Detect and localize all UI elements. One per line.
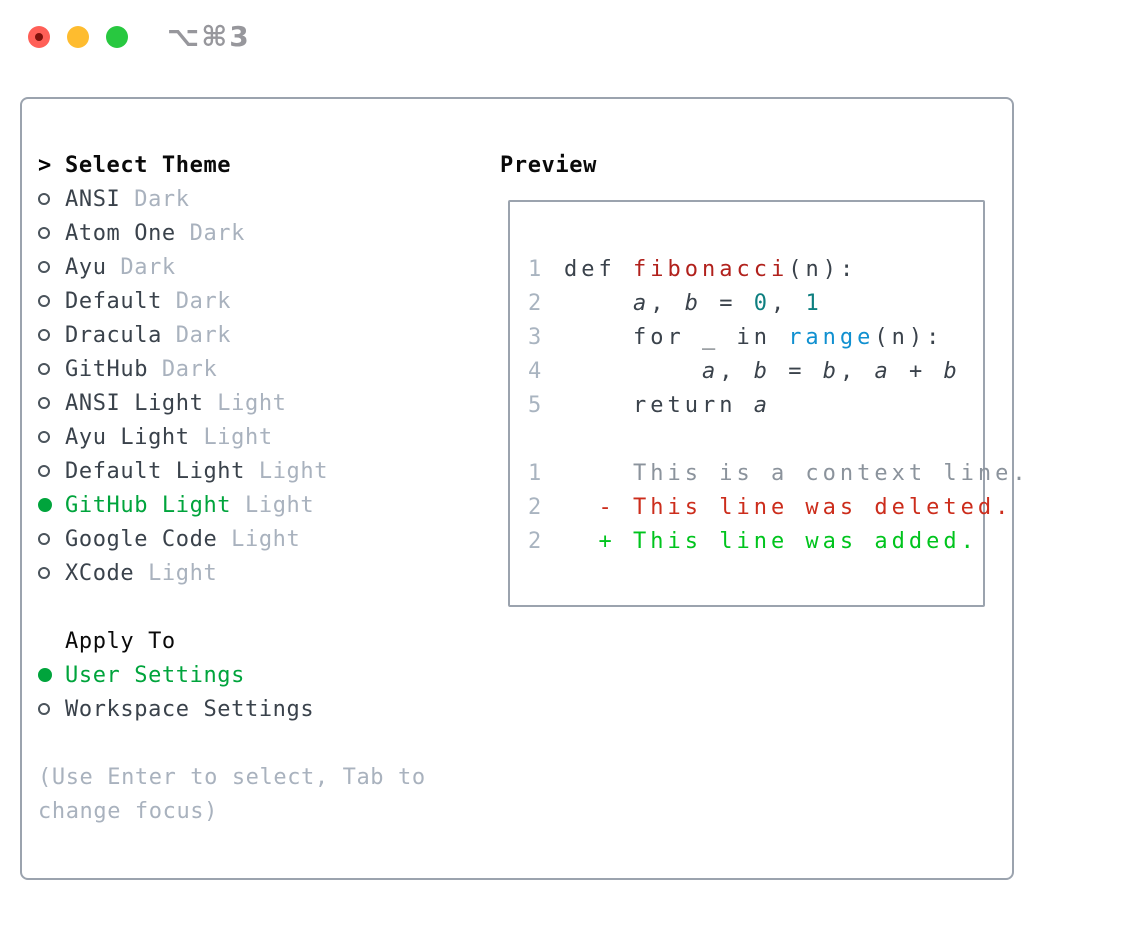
code-text: return a xyxy=(564,392,771,418)
spacer xyxy=(38,590,426,624)
option-label: GitHub Light xyxy=(65,492,232,518)
option-tag: Light xyxy=(245,458,329,484)
titlebar: ⌥⌘3 xyxy=(0,0,1140,74)
line-number: 2 xyxy=(528,528,546,554)
code-line: 2 + This line was added. xyxy=(528,524,1030,558)
option-tag: Dark xyxy=(175,220,245,246)
radio-icon xyxy=(38,261,50,273)
select-theme-header-row: > Select Theme xyxy=(38,148,426,182)
option-tag: Dark xyxy=(161,288,232,314)
theme-option[interactable]: Ayu Dark xyxy=(38,250,426,284)
apply-to-header-row: Apply To xyxy=(38,624,426,658)
code-line: 1 def fibonacci(n): xyxy=(528,252,1030,286)
radio-icon xyxy=(38,703,50,715)
line-number: 3 xyxy=(528,324,546,350)
option-label: GitHub xyxy=(65,356,149,382)
apply-to-header: Apply To xyxy=(65,628,176,654)
option-label: Ayu xyxy=(65,254,107,280)
select-theme-header: Select Theme xyxy=(65,152,232,178)
option-tag: Light xyxy=(134,560,218,586)
preview-header: Preview xyxy=(500,152,597,178)
radio-selected-icon xyxy=(38,668,52,682)
theme-option[interactable]: Atom One Dark xyxy=(38,216,426,250)
option-label: Default Light xyxy=(65,458,245,484)
option-tag: Dark xyxy=(148,356,218,382)
theme-option[interactable]: ANSI Light Light xyxy=(38,386,426,420)
code-text: def fibonacci(n): xyxy=(564,256,858,282)
option-label: Default xyxy=(65,288,162,314)
option-label: ANSI xyxy=(65,186,121,212)
theme-option[interactable]: ANSI Dark xyxy=(38,182,426,216)
code-line: 2 a, b = 0, 1 xyxy=(528,286,1030,320)
zoom-button[interactable] xyxy=(106,26,128,48)
theme-option[interactable]: User Settings xyxy=(38,658,426,692)
line-number: 1 xyxy=(528,460,546,486)
theme-option[interactable]: Dracula Dark xyxy=(38,318,426,352)
radio-icon xyxy=(38,533,50,545)
code-text: This is a context line. xyxy=(564,460,1030,486)
option-label: ANSI Light xyxy=(65,390,204,416)
theme-option[interactable]: Ayu Light Light xyxy=(38,420,426,454)
code-line: 3 for _ in range(n): xyxy=(528,320,1030,354)
hint-text-line2: change focus) xyxy=(38,798,218,824)
theme-option[interactable]: GitHub Dark xyxy=(38,352,426,386)
preview-box: 1 def fibonacci(n): 2 a, b = 0, 1 3 for … xyxy=(508,200,1026,607)
option-label: Ayu Light xyxy=(65,424,190,450)
code-text: a, b = b, a + b xyxy=(701,358,961,384)
option-tag: Dark xyxy=(161,322,232,348)
code-text: - This line was deleted. xyxy=(564,494,1013,520)
radio-icon xyxy=(38,295,50,307)
option-label: User Settings xyxy=(65,662,245,688)
code-block: 1 def fibonacci(n): 2 a, b = 0, 1 3 for … xyxy=(528,252,1030,558)
radio-icon xyxy=(38,397,50,409)
code-line xyxy=(528,422,1030,456)
line-number: 5 xyxy=(528,392,546,418)
hint-text-line1: (Use Enter to select, Tab to xyxy=(38,764,426,790)
radio-icon xyxy=(38,431,50,443)
option-label: Google Code xyxy=(65,526,218,552)
theme-picker-list: > Select Theme ANSI Dark Atom One Dark A… xyxy=(38,148,426,828)
code-text: for _ in range(n): xyxy=(564,324,944,350)
radio-icon xyxy=(38,567,50,579)
code-text: + This line was added. xyxy=(564,528,978,554)
code-line: 2 - This line was deleted. xyxy=(528,490,1030,524)
code-line: 4 a, b = b, a + b xyxy=(528,354,1030,388)
radio-icon xyxy=(38,329,50,341)
spacer xyxy=(38,726,426,760)
radio-icon xyxy=(38,227,50,239)
theme-option[interactable]: XCode Light xyxy=(38,556,426,590)
line-number: 1 xyxy=(528,256,546,282)
radio-icon xyxy=(38,465,50,477)
radio-icon xyxy=(38,363,50,375)
minimize-button[interactable] xyxy=(67,26,89,48)
option-tag: Dark xyxy=(106,254,176,280)
option-label: Atom One xyxy=(65,220,176,246)
option-label: Dracula xyxy=(65,322,162,348)
option-tag: Light xyxy=(231,492,315,518)
line-number: 2 xyxy=(528,290,546,316)
close-button[interactable] xyxy=(28,26,50,48)
theme-option[interactable]: Default Light Light xyxy=(38,454,426,488)
theme-option[interactable]: GitHub Light Light xyxy=(38,488,426,522)
theme-option[interactable]: Google Code Light xyxy=(38,522,426,556)
theme-option[interactable]: Workspace Settings xyxy=(38,692,426,726)
prompt-icon: > xyxy=(38,152,52,178)
code-line: 5 return a xyxy=(528,388,1030,422)
code-text: a, b = 0, 1 xyxy=(632,290,823,316)
option-tag: Dark xyxy=(120,186,190,212)
code-line: 1 This is a context line. xyxy=(528,456,1030,490)
option-label: Workspace Settings xyxy=(65,696,315,722)
line-number: 4 xyxy=(528,358,546,384)
window-title-shortcut: ⌥⌘3 xyxy=(167,20,251,53)
option-tag: Light xyxy=(217,526,301,552)
radio-icon xyxy=(38,193,50,205)
radio-selected-icon xyxy=(38,498,52,512)
line-number: 2 xyxy=(528,494,546,520)
option-tag: Light xyxy=(203,390,287,416)
theme-option[interactable]: Default Dark xyxy=(38,284,426,318)
option-label: XCode xyxy=(65,560,135,586)
option-tag: Light xyxy=(189,424,273,450)
